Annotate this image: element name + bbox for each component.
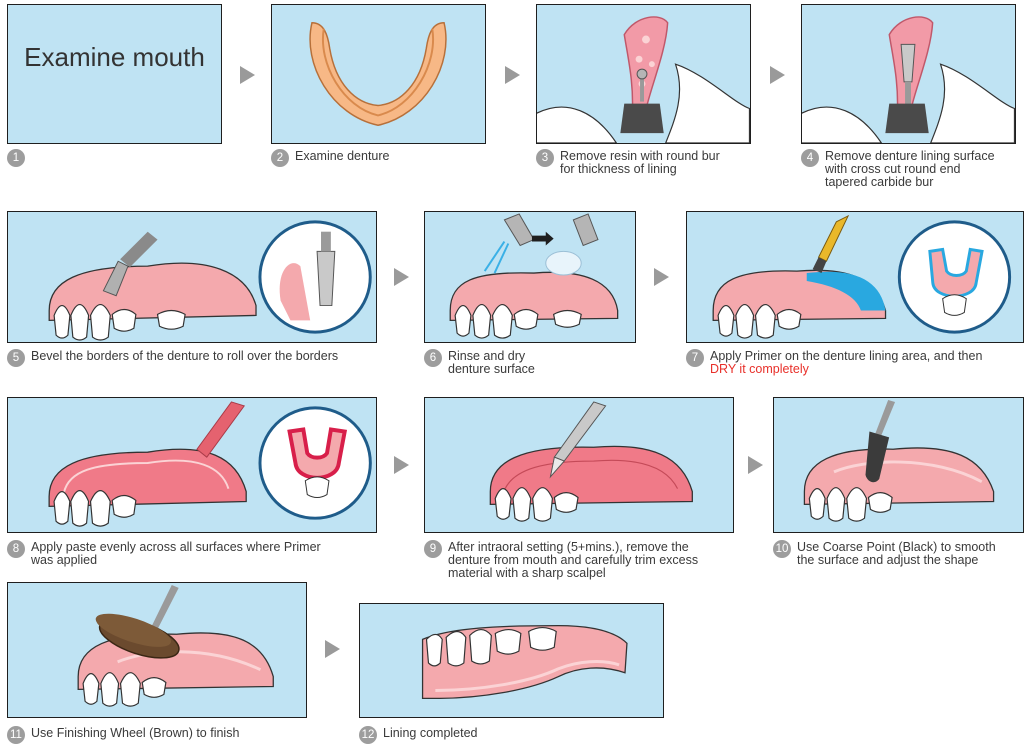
step-8-caption: 8 Apply paste evenly across all surfaces… bbox=[7, 540, 377, 567]
step-4-caption: 4 Remove denture lining surface with cro… bbox=[801, 149, 1026, 189]
step-number-badge: 11 bbox=[7, 726, 25, 744]
rinse-dry-illustration bbox=[425, 212, 635, 342]
step-5-text: Bevel the borders of the denture to roll… bbox=[31, 349, 351, 363]
step-9-panel bbox=[424, 397, 734, 533]
step-11-caption: 11 Use Finishing Wheel (Brown) to finish bbox=[7, 726, 307, 744]
step-7-panel bbox=[686, 211, 1024, 343]
step-number-badge: 9 bbox=[424, 540, 442, 558]
step-2-text: Examine denture bbox=[295, 149, 390, 163]
step-number-badge: 3 bbox=[536, 149, 554, 167]
step-number-badge: 2 bbox=[271, 149, 289, 167]
step-11-text: Use Finishing Wheel (Brown) to finish bbox=[31, 726, 239, 740]
lining-completed-illustration bbox=[360, 604, 663, 717]
step-7-text: Apply Primer on the denture lining area,… bbox=[710, 349, 1010, 376]
step-number-badge: 10 bbox=[773, 540, 791, 558]
flow-arrow bbox=[770, 66, 785, 84]
bevel-illustration bbox=[8, 212, 376, 342]
step-2-caption: 2 Examine denture bbox=[271, 149, 486, 167]
step-6-text: Rinse and dry denture surface bbox=[448, 349, 568, 376]
denture-illustration bbox=[272, 5, 485, 143]
primer-illustration bbox=[687, 212, 1023, 342]
flow-arrow bbox=[394, 268, 409, 286]
step-12-text: Lining completed bbox=[383, 726, 478, 740]
step-12-caption: 12 Lining completed bbox=[359, 726, 664, 744]
round-bur-illustration bbox=[537, 5, 750, 143]
flow-arrow bbox=[654, 268, 669, 286]
step-number-badge: 1 bbox=[7, 149, 25, 167]
step-4-text: Remove denture lining surface with cross… bbox=[825, 149, 1005, 189]
step-number-badge: 12 bbox=[359, 726, 377, 744]
step-3-text: Remove resin with round bur for thicknes… bbox=[560, 149, 730, 176]
step-1-panel: Examine mouth bbox=[7, 4, 222, 144]
step-10-text: Use Coarse Point (Black) to smooth the s… bbox=[797, 540, 997, 567]
step-9-caption: 9 After intraoral setting (5+mins.), rem… bbox=[424, 540, 744, 580]
step-2-panel bbox=[271, 4, 486, 144]
step-6-caption: 6 Rinse and dry denture surface bbox=[424, 349, 636, 376]
flow-arrow bbox=[240, 66, 255, 84]
step-7-caption: 7 Apply Primer on the denture lining are… bbox=[686, 349, 1026, 376]
apply-paste-illustration bbox=[8, 398, 376, 532]
step-7-text-highlight: DRY it completely bbox=[710, 362, 809, 376]
step-9-text: After intraoral setting (5+mins.), remov… bbox=[448, 540, 718, 580]
step-3-caption: 3 Remove resin with round bur for thickn… bbox=[536, 149, 751, 176]
step-6-panel bbox=[424, 211, 636, 343]
step-11-panel bbox=[7, 582, 307, 718]
flow-arrow bbox=[325, 640, 340, 658]
step-8-panel bbox=[7, 397, 377, 533]
step-number-badge: 8 bbox=[7, 540, 25, 558]
step-10-panel bbox=[773, 397, 1024, 533]
finishing-wheel-illustration bbox=[8, 583, 306, 717]
step-1-caption: 1 bbox=[7, 149, 217, 167]
step-8-text: Apply paste evenly across all surfaces w… bbox=[31, 540, 341, 567]
step-4-panel bbox=[801, 4, 1016, 144]
step-number-badge: 6 bbox=[424, 349, 442, 367]
flow-arrow bbox=[394, 456, 409, 474]
step-5-caption: 5 Bevel the borders of the denture to ro… bbox=[7, 349, 377, 367]
flow-arrow bbox=[748, 456, 763, 474]
step-12-panel bbox=[359, 603, 664, 718]
step-3-panel bbox=[536, 4, 751, 144]
trim-scalpel-illustration bbox=[425, 398, 733, 532]
step-number-badge: 4 bbox=[801, 149, 819, 167]
step-7-text-main: Apply Primer on the denture lining area,… bbox=[710, 349, 982, 363]
step-5-panel bbox=[7, 211, 377, 343]
step-number-badge: 5 bbox=[7, 349, 25, 367]
flow-arrow bbox=[505, 66, 520, 84]
carbide-bur-illustration bbox=[802, 5, 1015, 143]
examine-mouth-text: Examine mouth bbox=[8, 41, 221, 73]
coarse-point-illustration bbox=[774, 398, 1023, 532]
step-10-caption: 10 Use Coarse Point (Black) to smooth th… bbox=[773, 540, 1024, 567]
step-number-badge: 7 bbox=[686, 349, 704, 367]
